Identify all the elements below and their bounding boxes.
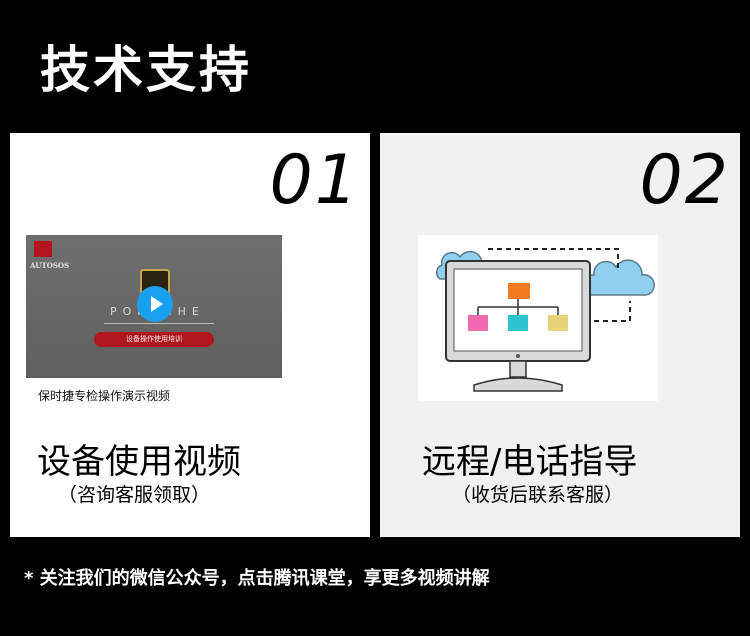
monitor-network-icon [436,248,655,392]
remote-support-illustration [418,235,658,401]
logo-icon [34,241,52,257]
card-subtitle: （咨询客服领取） [58,484,211,506]
training-pill: 设备操作使用培训 [94,332,214,347]
play-icon[interactable] [137,286,173,322]
divider [104,323,214,324]
page-title: 技术支持 [40,41,252,99]
card-subtitle: （收货后联系客服） [452,484,624,506]
card-number: 02 [639,141,730,220]
footer-note: * 关注我们的微信公众号，点击腾讯课堂，享更多视频讲解 [24,568,490,589]
card-remote-guidance[interactable]: 02 [380,133,740,537]
video-thumbnail[interactable]: AUTOSOS PORSCHE 设备操作使用培训 [26,235,282,378]
card-usage-video[interactable]: 01 AUTOSOS PORSCHE 设备操作使用培训 保时捷专检操作演示视频 … [10,133,370,537]
video-caption: 保时捷专检操作演示视频 [38,389,171,403]
card-title: 设备使用视频 [37,442,241,482]
card-title: 远程/电话指导 [422,442,638,482]
brand-short-label: AUTOSOS [30,261,70,270]
card-number: 01 [269,141,360,220]
